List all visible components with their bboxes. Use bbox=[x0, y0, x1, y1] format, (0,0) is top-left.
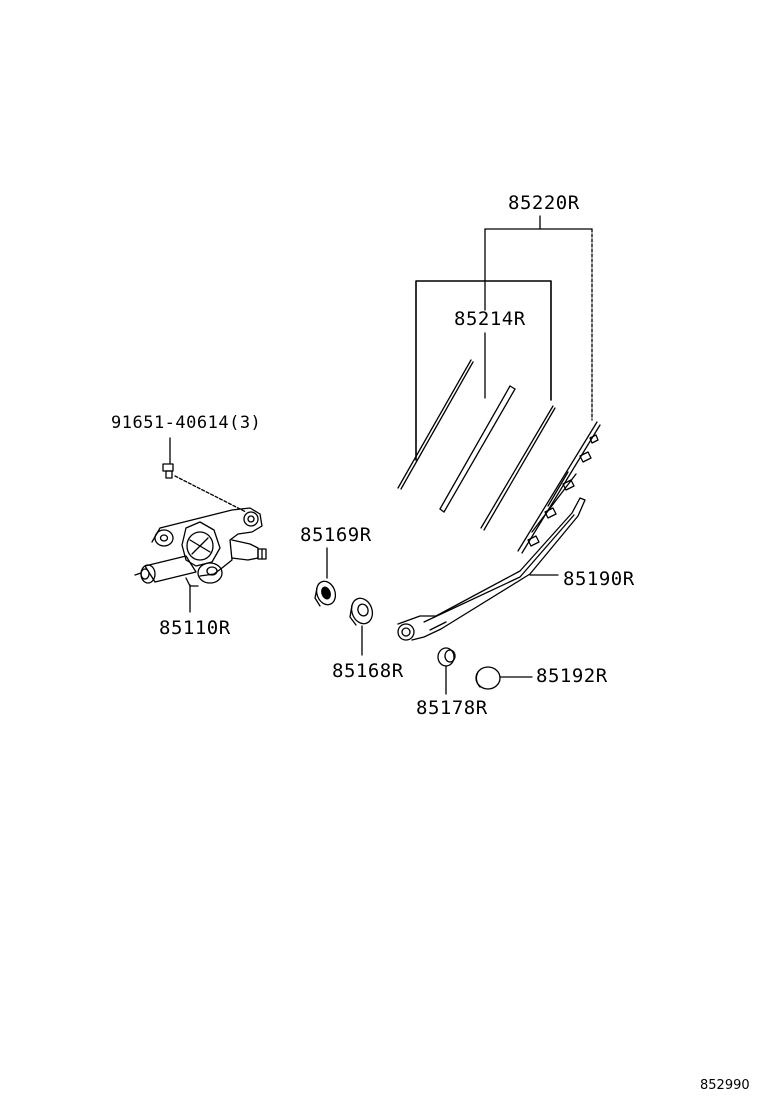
arm-cap-85192R bbox=[476, 667, 532, 689]
label-blade-rubber: 85214R bbox=[454, 308, 526, 330]
wiper-arm bbox=[398, 498, 585, 640]
bushing-85168R bbox=[348, 595, 376, 655]
label-motor: 85110R bbox=[159, 617, 231, 639]
nut-85169R bbox=[313, 548, 338, 607]
label-nut: 85169R bbox=[300, 524, 372, 546]
figure-code: 852990 bbox=[700, 1078, 750, 1093]
label-bushing: 85168R bbox=[332, 660, 404, 682]
label-screw: 91651-40614(3) bbox=[111, 413, 262, 433]
label-arm-cap: 85192R bbox=[536, 665, 608, 687]
blade-rubber-right bbox=[481, 406, 555, 530]
label-arm-nut: 85178R bbox=[416, 697, 488, 719]
blade-rubber-left bbox=[398, 360, 473, 489]
blade-group-bracket bbox=[416, 281, 551, 460]
screw-91651 bbox=[163, 438, 246, 512]
wiper-assembly-leader bbox=[485, 216, 592, 420]
label-arm: 85190R bbox=[563, 568, 635, 590]
blade-rubber-middle bbox=[440, 386, 515, 512]
wiper-motor bbox=[135, 508, 266, 612]
wiper-blade-frame bbox=[518, 422, 600, 553]
arm-nut-85178R bbox=[438, 648, 455, 694]
label-wiper-assembly: 85220R bbox=[508, 192, 580, 214]
